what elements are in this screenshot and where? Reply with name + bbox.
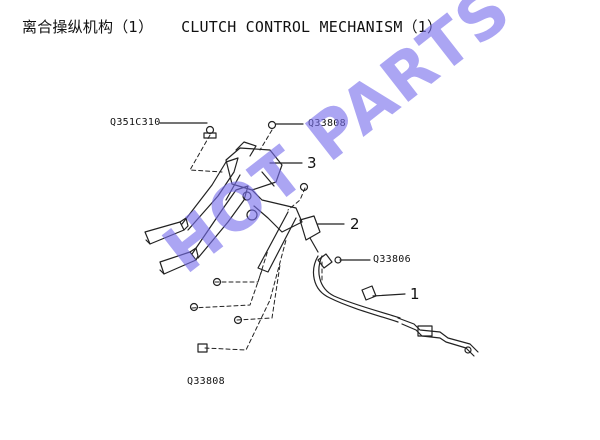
page-title: 离合操纵机构（1） CLUTCH CONTROL MECHANISM（1） [22, 16, 442, 37]
clutch-cable [312, 253, 479, 357]
part-label-q33808-top: Q33808 [308, 118, 346, 129]
nut-lower-b [189, 302, 199, 312]
part-label-q351c310: Q351C310 [110, 117, 161, 128]
dash-nut-top [259, 129, 273, 151]
dash-bolt-left [189, 134, 223, 173]
dash-lower-1 [214, 249, 269, 283]
leader-1 [372, 293, 406, 297]
part-label-q33806: Q33806 [373, 254, 411, 265]
dash-bottom [204, 239, 287, 351]
nut-q33808-bottom [197, 343, 208, 353]
callout-1: 1 [410, 285, 420, 303]
nut-q33808-top [267, 120, 277, 130]
callout-3: 3 [307, 154, 317, 172]
nut-right [299, 182, 309, 192]
title-english: CLUTCH CONTROL MECHANISM（1） [181, 18, 443, 36]
title-chinese: 离合操纵机构（1） [22, 18, 154, 36]
nut-q33806 [334, 256, 342, 264]
dash-lower-2 [191, 269, 263, 309]
master-cylinder [257, 211, 321, 273]
clutch-pedal-upper [144, 157, 239, 245]
pedal-bracket [225, 141, 303, 233]
callout-2: 2 [350, 215, 360, 233]
dash-lower-3 [236, 264, 281, 321]
nut-lower-c [233, 315, 243, 325]
nut-lower-a [212, 277, 222, 287]
part-label-q33808-bottom: Q33808 [187, 376, 225, 387]
brake-pedal-lower [159, 185, 249, 275]
